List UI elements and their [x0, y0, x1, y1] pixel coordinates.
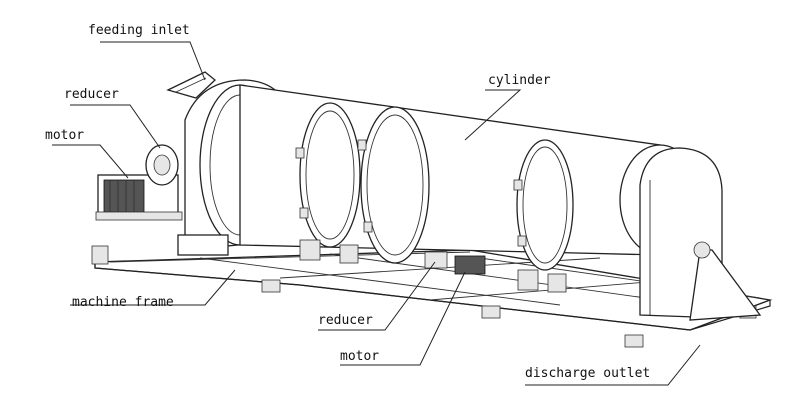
support-rollers: [299, 239, 567, 293]
label-feeding-inlet: feeding inlet: [88, 23, 190, 38]
label-reducer-top: reducer: [64, 87, 119, 102]
label-cylinder: cylinder: [488, 73, 551, 88]
leader-discharge-outlet: [525, 344, 701, 386]
reducer-bottom: [424, 251, 448, 269]
reducer-left: [145, 144, 179, 186]
leader-feeding-inlet: [100, 41, 206, 81]
leader-motor-top: [52, 144, 129, 179]
drum-cylinder: [239, 84, 701, 271]
leader-lines: [52, 41, 701, 386]
leader-motor-bottom: [340, 271, 466, 366]
leader-reducer-bottom: [318, 261, 436, 331]
leader-machine-frame: [70, 269, 236, 306]
label-machine-frame: machine frame: [72, 295, 174, 310]
feeding-inlet-chute: [166, 71, 216, 99]
motor-bottom: [454, 255, 486, 275]
label-reducer-bottom: reducer: [318, 313, 373, 328]
discharge-hood: [639, 147, 762, 321]
label-discharge-outlet: discharge outlet: [525, 366, 650, 381]
leader-reducer-top: [70, 104, 161, 149]
leader-cylinder: [464, 89, 522, 141]
label-motor-bottom: motor: [340, 349, 379, 364]
label-motor-top: motor: [45, 128, 84, 143]
